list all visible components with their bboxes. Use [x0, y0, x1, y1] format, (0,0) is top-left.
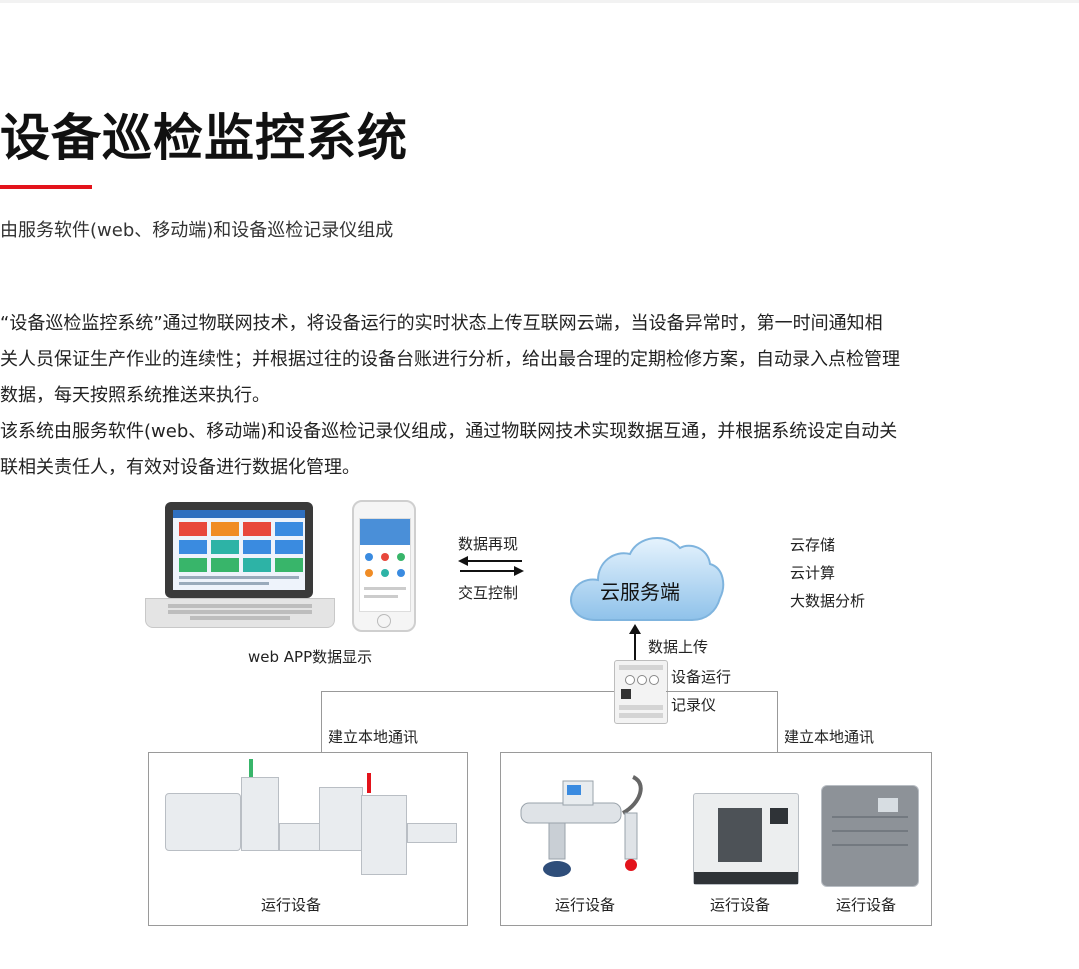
cloud-feature-computing: 云计算 [790, 564, 836, 582]
system-diagram: web APP数据显示 数据再现 交互控制 云服务端 云存储 云计算 大数据分析… [0, 490, 1079, 960]
cnc-machine-image [693, 793, 799, 885]
page-title: 设备巡检监控系统 [0, 109, 408, 167]
pcb-loader-image [361, 795, 407, 875]
cloud-icon [570, 536, 725, 621]
recorder-label-line1: 设备运行 [671, 668, 732, 686]
upload-arrow-icon [629, 624, 641, 634]
cloud-feature-bigdata: 大数据分析 [790, 592, 866, 610]
equipment-label-cnc: 运行设备 [710, 896, 771, 914]
mobile-app-screen [359, 518, 411, 612]
local-comm-label-left: 建立本地通讯 [328, 728, 419, 746]
equipment-group-right: 运行设备 运行设备 运行设备 [500, 752, 932, 926]
reflow-oven-image [165, 793, 241, 851]
cloud-feature-storage: 云存储 [790, 536, 836, 554]
recorder-label-line2: 记录仪 [671, 696, 717, 714]
title-accent-bar [0, 185, 92, 189]
scara-robot-image [520, 775, 643, 877]
paragraph-line: “设备巡检监控系统”通过物联网技术，将设备运行的实时状态上传互联网云端，当设备异… [0, 313, 883, 334]
system-paragraph: 该系统由服务软件(web、移动端)和设备巡检记录仪组成，通过物联网技术实现数据互… [0, 414, 1079, 486]
interactive-control-label: 交互控制 [458, 584, 519, 602]
paragraph-line: 该系统由服务软件(web、移动端)和设备巡检记录仪组成，通过物联网技术实现数据互… [0, 421, 898, 442]
data-replay-label: 数据再现 [458, 535, 519, 553]
connector-line-left [321, 691, 614, 692]
air-compressor-image [821, 785, 919, 887]
web-app-label: web APP数据显示 [248, 648, 373, 666]
local-comm-label-right: 建立本地通讯 [784, 728, 875, 746]
cloud-server-label: 云服务端 [600, 580, 680, 604]
laptop-keyboard [145, 598, 335, 628]
recorder-device-image [614, 660, 668, 724]
page-subtitle: 由服务软件(web、移动端)和设备巡检记录仪组成 [0, 220, 394, 241]
equipment-label-left: 运行设备 [261, 896, 322, 914]
equipment-label-compressor: 运行设备 [836, 896, 897, 914]
connector-line-right [666, 691, 778, 692]
phone-image [352, 500, 416, 632]
paragraph-line: 联相关责任人，有效对设备进行数据化管理。 [0, 457, 360, 478]
paragraph-line: 数据，每天按照系统推送来执行。 [0, 385, 270, 406]
laptop-image [165, 502, 313, 598]
equipment-group-left: 运行设备 [148, 752, 468, 926]
intro-paragraph: “设备巡检监控系统”通过物联网技术，将设备运行的实时状态上传互联网云端，当设备异… [0, 306, 1079, 414]
top-divider [0, 0, 1079, 3]
paragraph-line: 关人员保证生产作业的连续性；并根据过往的设备台账进行分析，给出最合理的定期检修方… [0, 349, 900, 370]
bidirectional-arrows-icon [458, 556, 524, 576]
equipment-label-robot: 运行设备 [555, 896, 616, 914]
data-upload-label: 数据上传 [648, 638, 709, 656]
web-dashboard-screen [173, 510, 305, 590]
